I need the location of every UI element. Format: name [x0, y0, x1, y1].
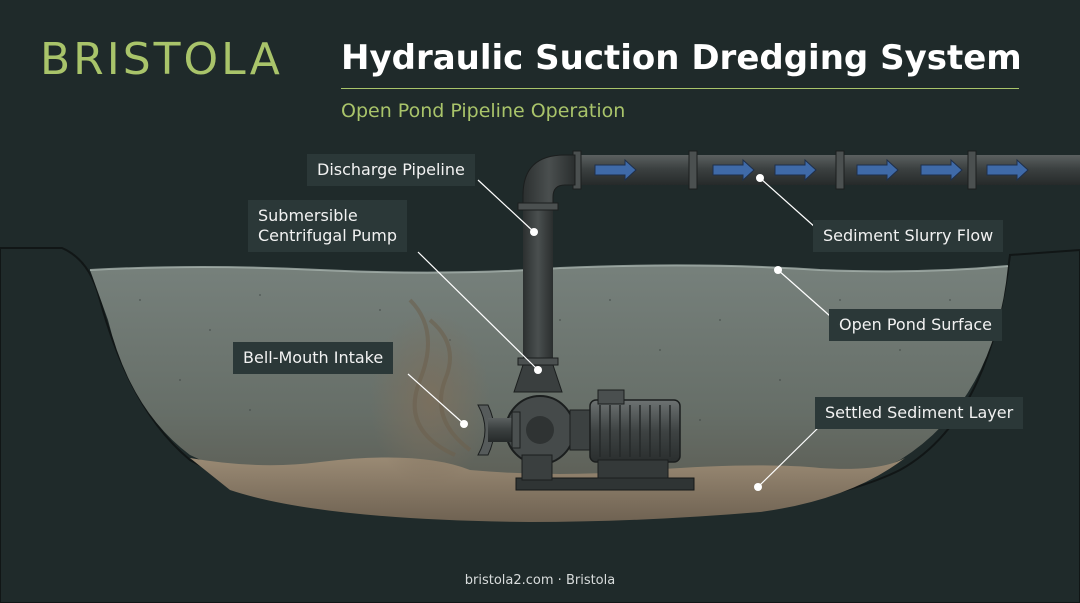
water-surface-line [89, 264, 1009, 274]
riser-pipe [523, 205, 553, 370]
pipe-flanges [572, 150, 977, 190]
page-subtitle: Open Pond Pipeline Operation [341, 100, 626, 122]
label-submersible-pump: Submersible Centrifugal Pump [248, 200, 407, 252]
label-bell-mouth-intake: Bell-Mouth Intake [233, 342, 394, 374]
motor-fins [599, 405, 671, 457]
discharge-elbow [522, 154, 576, 211]
label-settled-sediment-layer: Settled Sediment Layer [815, 397, 1024, 429]
motor-feet [597, 459, 669, 479]
footer-credit: bristola2.com · Bristola [464, 573, 616, 588]
riser-flange-bottom [517, 357, 559, 366]
pump-volute-hub [526, 416, 554, 444]
label-discharge-pipeline: Discharge Pipeline [307, 154, 475, 186]
sediment-plume [370, 310, 490, 490]
motor-terminal-box [597, 389, 625, 405]
flow-arrows [594, 158, 1029, 182]
bell-mouth [477, 404, 495, 456]
label-open-pond-surface: Open Pond Surface [829, 309, 1003, 341]
pump-coupling [569, 409, 593, 451]
pump-discharge-cone [513, 364, 563, 393]
plume-swirl [408, 298, 472, 457]
title-divider [341, 88, 1019, 89]
page-title: Hydraulic Suction Dredging System [341, 38, 1022, 78]
bristola-logo: BRISTOLA [40, 34, 283, 85]
riser-flange-top [517, 202, 559, 211]
label-sediment-slurry-flow: Sediment Slurry Flow [813, 220, 1004, 252]
leader-lines [407, 177, 831, 488]
intake-flange [511, 411, 521, 449]
pump-support [521, 454, 553, 481]
leader-dots [460, 174, 782, 491]
pump-motor [589, 399, 681, 463]
